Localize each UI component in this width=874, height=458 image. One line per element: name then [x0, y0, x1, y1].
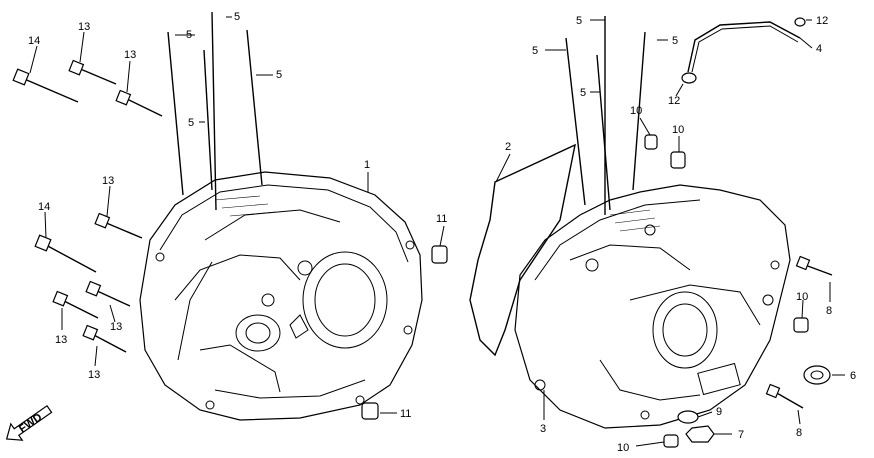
bolt-14-upper: [12, 68, 79, 103]
clip-12-tube: [681, 72, 697, 84]
callout-4: 4: [816, 43, 822, 55]
bolt-13-c: [94, 212, 143, 239]
callout-5-e: 5: [532, 45, 538, 57]
callout-8-lower: 8: [796, 427, 802, 439]
callout-10-d: 10: [617, 442, 629, 454]
left-crankcase-half: [139, 171, 423, 421]
callout-5-g: 5: [580, 87, 586, 99]
breather-tube-4: [687, 21, 801, 73]
forward-arrow-icon: [5, 404, 53, 441]
callout-11-lower: 11: [400, 408, 411, 420]
bolts: [12, 59, 833, 409]
callout-13-e: 13: [110, 321, 122, 333]
dowel-pin-10-right: [793, 317, 809, 333]
bolt-13-b: [115, 89, 163, 117]
callout-10-b: 10: [672, 124, 684, 136]
callout-13-a: 13: [78, 21, 90, 33]
callout-5-f: 5: [576, 15, 582, 27]
callout-2: 2: [505, 141, 511, 153]
callout-11-upper: 11: [436, 213, 447, 225]
bolt-13-f: [82, 324, 127, 353]
callout-5-b: 5: [234, 11, 240, 23]
callout-5-c: 5: [188, 117, 194, 129]
drain-bolt-7: [685, 425, 715, 443]
oil-seal-6: [803, 365, 831, 385]
right-crankcase-half: [514, 184, 791, 429]
callout-5-a: 5: [186, 29, 192, 41]
callout-6: 6: [850, 370, 856, 382]
dowel-pin-11-upper: [431, 245, 448, 264]
small-parts: [361, 17, 831, 448]
forward-direction-indicator: FWD: [5, 404, 53, 441]
callout-3: 3: [540, 423, 546, 435]
bolt-13-d: [85, 280, 131, 307]
callout-14-lower: 14: [38, 201, 50, 213]
callout-9: 9: [716, 406, 722, 418]
bolt-8-lower: [765, 383, 804, 409]
callout-13-d: 13: [55, 334, 67, 346]
callout-7: 7: [738, 429, 744, 441]
callout-13-f: 13: [88, 369, 100, 381]
gasket: [469, 143, 576, 357]
callout-10-c: 10: [796, 291, 808, 303]
callout-12-a: 12: [668, 95, 680, 107]
callout-14-upper: 14: [28, 35, 40, 47]
callout-12-b: 12: [816, 15, 828, 27]
dowel-pin-10-top: [670, 151, 686, 169]
callout-1: 1: [364, 159, 370, 171]
dowel-pin-10-bottom: [663, 434, 679, 448]
callout-13-c: 13: [102, 175, 114, 187]
bolt-13-e: [52, 290, 99, 319]
bolt-14-lower: [34, 234, 97, 273]
stud-bolts: [167, 11, 646, 215]
clip-12-top: [794, 17, 806, 27]
dowel-pin-11-lower: [361, 402, 379, 420]
callout-5-d: 5: [276, 69, 282, 81]
washer-9: [677, 410, 699, 424]
bolt-13-a: [68, 59, 117, 85]
leader-lines: [29, 16, 845, 447]
dowel-pin-10-stud: [644, 134, 658, 150]
callout-8-upper: 8: [826, 305, 832, 317]
callout-5-h: 5: [672, 35, 678, 47]
callout-13-b: 13: [124, 49, 136, 61]
callout-10-a: 10: [630, 105, 642, 117]
callout-labels: 14 13 13 13 14 13 13 13 5 5 5 5 1 11 11 …: [28, 11, 856, 454]
bolt-8-upper: [795, 255, 833, 276]
